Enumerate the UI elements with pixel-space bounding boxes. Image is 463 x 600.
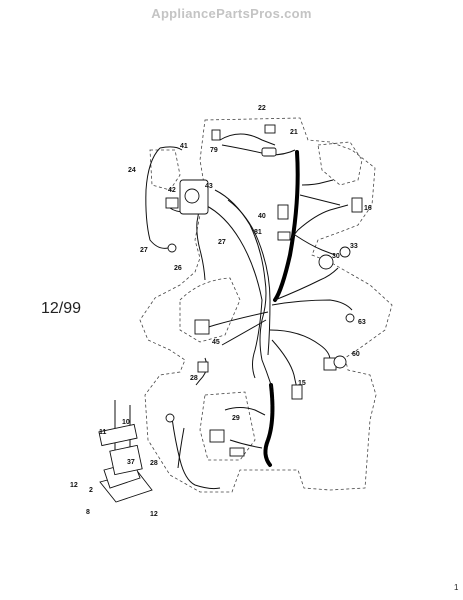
callout-label: 10: [122, 419, 130, 426]
callout-label: 45: [212, 339, 220, 346]
callout-label: 12: [70, 482, 78, 489]
components: [165, 124, 363, 457]
callout-label: 81: [254, 229, 262, 236]
callout-label: 21: [290, 129, 298, 136]
wire-bundle: [114, 133, 353, 490]
callout-label: 11: [99, 429, 107, 436]
diagram-date-label: 12/99: [41, 300, 82, 317]
callout-label: 26: [174, 265, 182, 272]
lower-harness-loom: [263, 383, 275, 467]
callout-label: 63: [358, 319, 366, 326]
callout-label: 79: [210, 147, 218, 154]
callout-label: 42: [168, 187, 176, 194]
callout-label: 37: [127, 459, 135, 466]
part-callouts: 22 21 79 41 24 43 42 40 16 81 27 27 33 3…: [70, 105, 372, 518]
callout-label: 60: [352, 351, 360, 358]
callout-label: 27: [218, 239, 226, 246]
main-harness-loom: [273, 150, 300, 302]
callout-label: 12: [150, 511, 158, 518]
battery-icon: [98, 423, 153, 503]
callout-label: 27: [140, 247, 148, 254]
callout-label: 41: [180, 143, 188, 150]
callout-label: 22: [258, 105, 266, 112]
callout-label: 28: [150, 460, 158, 467]
callout-label: 28: [190, 375, 198, 382]
callout-label: 15: [298, 380, 306, 387]
site-watermark: AppliancePartsPros.com: [151, 6, 312, 21]
callout-label: 2: [89, 487, 93, 494]
callout-label: 8: [86, 509, 90, 516]
tractor-outline: [139, 117, 393, 493]
callout-label: 29: [232, 415, 240, 422]
callout-label: 30: [332, 253, 340, 260]
callout-label: 40: [258, 213, 266, 220]
callout-label: 33: [350, 243, 358, 250]
callout-label: 43: [205, 183, 213, 190]
page-corner-mark: 1: [454, 583, 459, 592]
callout-label: 16: [364, 205, 372, 212]
callout-label: 24: [128, 167, 136, 174]
